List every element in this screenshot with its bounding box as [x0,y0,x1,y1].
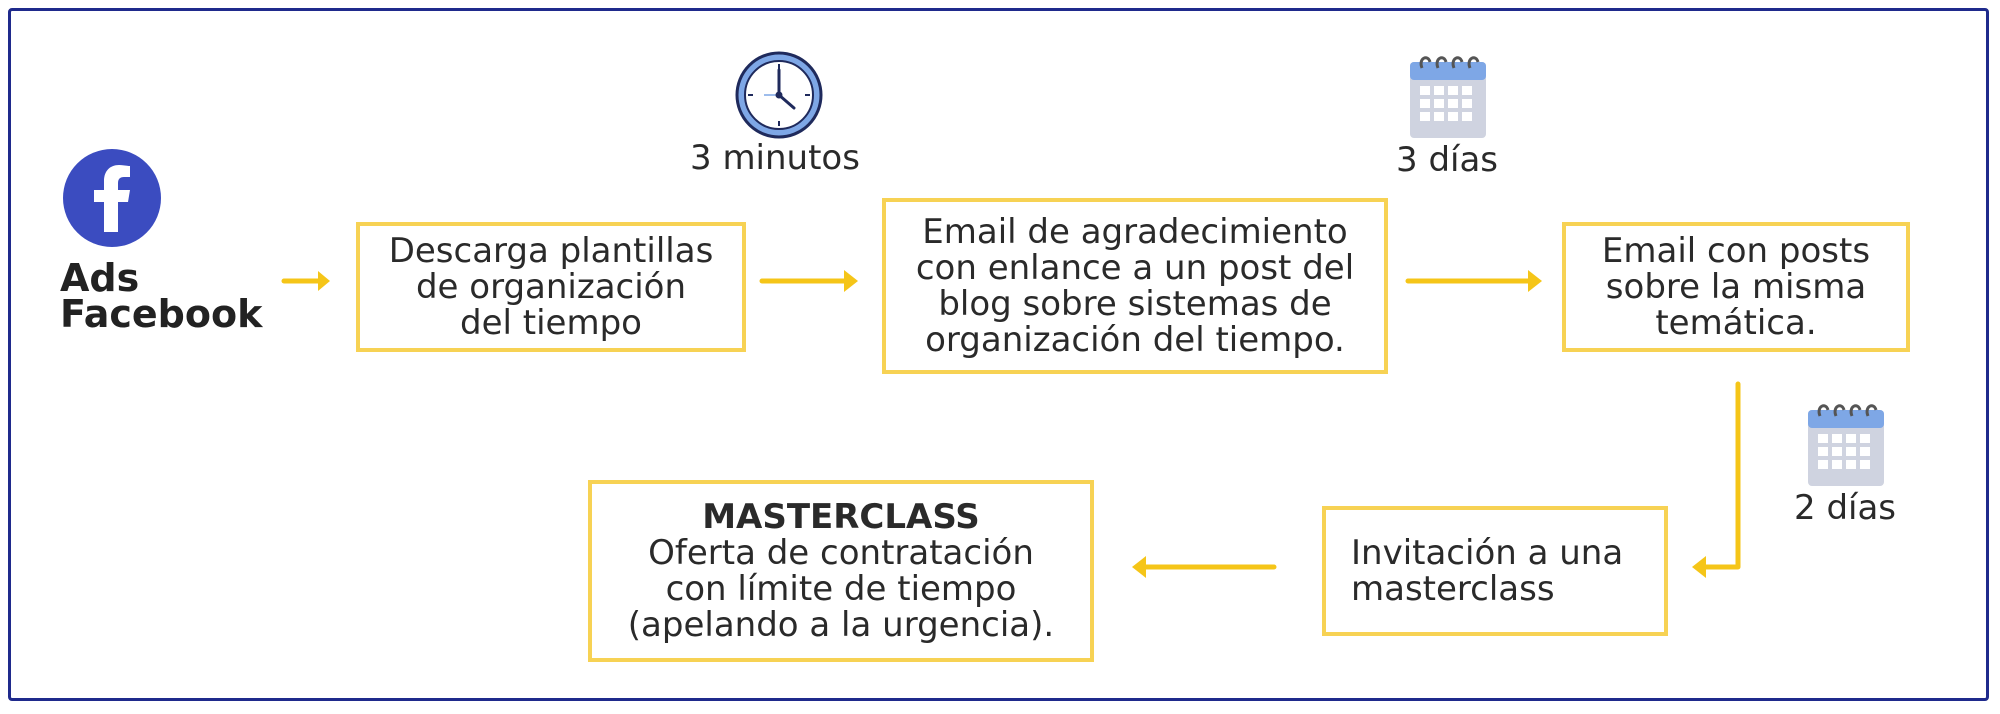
step-line: de organización [415,267,687,307]
delay-label-3-days: 3 días [1396,140,1499,180]
arrow-step3-to-step4 [1699,381,1741,570]
step-title: MASTERCLASS [702,497,980,537]
step-line: Oferta de contratación [648,533,1034,573]
step-posts-email: Email con posts sobre la misma temática. [1562,222,1910,352]
source-label-line1: Ads [60,256,140,300]
step-line: Descarga plantillas [388,231,714,271]
facebook-icon [63,149,161,247]
delay-label-2-days: 2 días [1794,488,1897,528]
step-masterclass-invitation: Invitación a una masterclass [1322,506,1668,636]
clock-icon [735,51,823,139]
step-line: Email de agradecimiento [922,212,1348,252]
step-line: con enlance a un post del [915,248,1355,288]
step-masterclass-offer: MASTERCLASS Oferta de contratación con l… [588,480,1094,662]
step-line: blog sobre sistemas de [938,284,1332,324]
step-line: Invitación a una [1351,533,1624,573]
delay-label-3-minutes: 3 minutos [690,138,860,178]
step-download-templates: Descarga plantillas de organización del … [356,222,746,352]
step-line: (apelando a la urgencia). [627,605,1055,645]
source-label: Ads Facebook [60,256,263,336]
source-label-line2: Facebook [60,292,263,336]
step-line: masterclass [1351,569,1555,609]
step-thank-you-email: Email de agradecimiento con enlance a un… [882,198,1388,374]
diagram-frame [8,8,1989,701]
calendar-icon [1808,404,1884,486]
step-line: Email con posts [1601,231,1871,271]
step-line: sobre la misma [1605,267,1867,307]
step-line: con límite de tiempo [665,569,1017,609]
calendar-icon [1410,56,1486,138]
step-line: temática. [1655,303,1817,343]
step-line: organización del tiempo. [925,320,1345,360]
step-line: del tiempo [460,303,642,343]
